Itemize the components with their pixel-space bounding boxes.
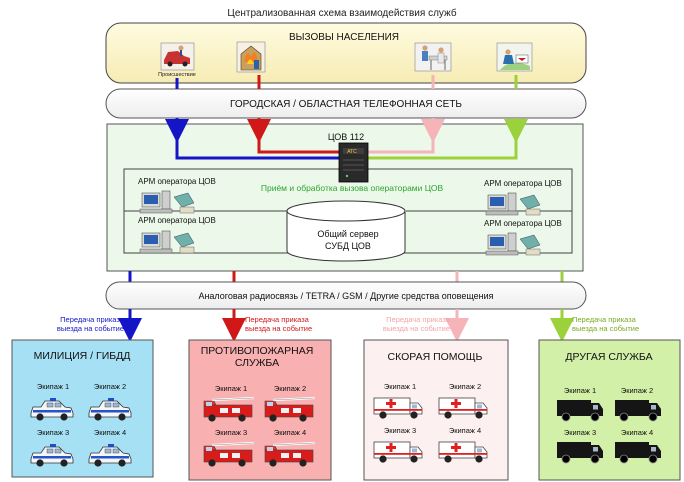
crew-label-fire-2: Экипаж 2 <box>274 384 306 393</box>
service-name-fire-line1: ПРОТИВОПОЖАРНАЯ <box>201 345 314 357</box>
telephone-network-label: ГОРОДСКАЯ / ОБЛАСТНАЯ ТЕЛЕФОННАЯ СЕТЬ <box>230 99 462 110</box>
service-name-other: ДРУГАЯ СЛУЖБА <box>565 351 652 363</box>
diagram-title: Централизованная схема взаимодействия сл… <box>227 7 456 19</box>
service-box-police: МИЛИЦИЯ / ГИБДД Экипаж 1 Экипаж 2 Экипаж… <box>11 339 154 478</box>
database-server-icon <box>286 200 406 262</box>
dispatch-caption-ambulance-1: Передача приказа <box>386 315 451 324</box>
ats-label: АТС <box>347 149 357 155</box>
operator-workstation-icon-2 <box>139 230 195 254</box>
dispatch-caption-fire-1: Передача приказа <box>245 315 310 324</box>
crew-label-police-3: Экипаж 3 <box>37 428 69 437</box>
call-lines <box>165 75 528 160</box>
service-name-ambulance: СКОРАЯ ПОМОЩЬ <box>388 351 483 363</box>
radio-communication-label: Аналоговая радиосвязь / TETRA / GSM / Др… <box>198 291 493 301</box>
processing-label: Приём и обработка вызова операторами ЦОВ <box>261 183 444 193</box>
crew-label-ambulance-2: Экипаж 2 <box>449 382 481 391</box>
dispatch-caption-other-2: выезда на событие <box>572 324 639 333</box>
dispatch-caption-fire-2: выезда на событие <box>245 324 312 333</box>
crew-label-other-3: Экипаж 3 <box>564 428 596 437</box>
ats-switch-icon <box>338 142 369 183</box>
accident-caller-icon <box>160 42 195 71</box>
dispatch-caption-ambulance-2: выезда на событие <box>383 324 450 333</box>
crew-label-fire-3: Экипаж 3 <box>215 428 247 437</box>
service-box-fire: ПРОТИВОПОЖАРНАЯ СЛУЖБА Экипаж 1 Экипаж 2… <box>188 339 332 481</box>
dispatch-caption-other-1: Передача приказа <box>572 315 637 324</box>
dispatch-caption-police-2: выезда на событие <box>57 324 124 333</box>
operator-label-2: АРМ оператора ЦОВ <box>138 216 216 225</box>
service-name-fire-line2: СЛУЖБА <box>235 357 279 369</box>
crew-label-ambulance-4: Экипаж 4 <box>449 426 481 435</box>
dispatch-arrows <box>118 309 574 342</box>
service-name-police: МИЛИЦИЯ / ГИБДД <box>34 350 131 362</box>
operator-label-4: АРМ оператора ЦОВ <box>484 219 562 228</box>
operator-workstation-icon-4 <box>485 232 541 256</box>
operator-workstation-icon-3 <box>485 192 541 216</box>
population-calls-label: ВЫЗОВЫ НАСЕЛЕНИЯ <box>289 32 399 43</box>
server-label-line2: СУБД ЦОВ <box>325 241 371 251</box>
dispatch-caption-police-1: Передача приказа <box>60 315 125 324</box>
crew-label-other-1: Экипаж 1 <box>564 386 596 395</box>
service-box-ambulance: СКОРАЯ ПОМОЩЬ Экипаж 1 Экипаж 2 Экипаж 3… <box>363 339 509 481</box>
crew-label-other-4: Экипаж 4 <box>621 428 653 437</box>
radio-communication-bar <box>105 281 587 310</box>
medical-caller-icon <box>414 42 452 72</box>
radio-connectors <box>128 271 564 282</box>
crew-label-police-4: Экипаж 4 <box>94 428 126 437</box>
service-box-other: ДРУГАЯ СЛУЖБА Экипаж 1 Экипаж 2 Экипаж 3… <box>538 339 681 481</box>
crew-label-police-1: Экипаж 1 <box>37 382 69 391</box>
operator-label-1: АРМ оператора ЦОВ <box>138 177 216 186</box>
crew-label-fire-1: Экипаж 1 <box>215 384 247 393</box>
accident-caption: Происшествие <box>158 72 196 78</box>
crew-label-ambulance-1: Экипаж 1 <box>384 382 416 391</box>
crew-label-ambulance-3: Экипаж 3 <box>384 426 416 435</box>
population-calls-panel <box>105 22 587 84</box>
fire-caller-icon <box>236 41 266 73</box>
telephone-network-bar <box>105 88 587 119</box>
crew-label-fire-4: Экипаж 4 <box>274 428 306 437</box>
operator-workstation-icon-1 <box>139 190 195 214</box>
crew-label-police-2: Экипаж 2 <box>94 382 126 391</box>
center-112-label: ЦОВ 112 <box>328 132 364 142</box>
crew-label-other-2: Экипаж 2 <box>621 386 653 395</box>
server-label-line1: Общий сервер <box>317 229 378 239</box>
emergency-caller-icon <box>496 42 533 72</box>
operator-label-3: АРМ оператора ЦОВ <box>484 179 562 188</box>
